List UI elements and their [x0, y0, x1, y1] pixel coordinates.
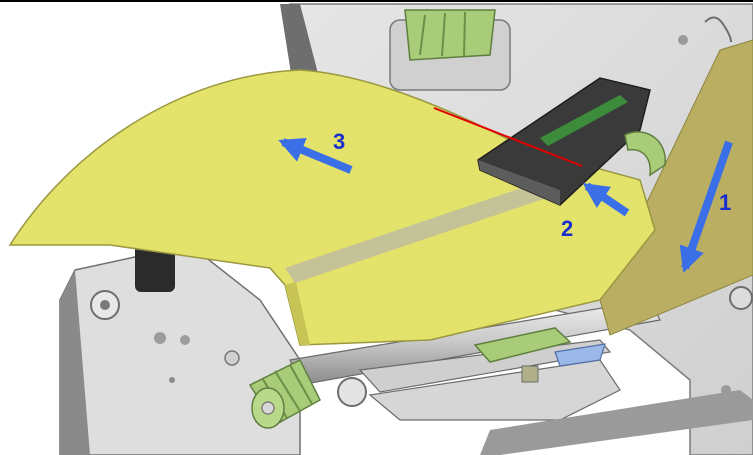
- step-arrow-icon: [582, 182, 630, 217]
- frame-hole: [224, 350, 240, 366]
- sensor-green-hook: [624, 131, 666, 177]
- media-guide-clip: [473, 327, 572, 363]
- spring-hook: [704, 16, 732, 43]
- label-gap: [285, 175, 570, 283]
- liner-edge: [285, 282, 310, 345]
- step-2-label: 2: [561, 216, 573, 241]
- step-arrow-icon: [679, 140, 733, 273]
- sensor-alignment-line: [433, 107, 583, 167]
- guide-spring: [521, 365, 539, 383]
- frame-hole: [169, 377, 175, 383]
- sensor-green-strip: [540, 95, 628, 146]
- step-1-label: 1: [719, 190, 731, 215]
- step-arrow-icon: [278, 137, 353, 174]
- step-3-label: 3: [333, 129, 345, 154]
- frame-hole: [180, 335, 190, 345]
- media-guide-tab: [554, 343, 606, 367]
- front-green-knob: [248, 358, 321, 429]
- frame-hole: [154, 332, 166, 344]
- bottom-rail: [480, 390, 753, 455]
- plate-hole: [678, 35, 688, 45]
- plate-screw: [729, 286, 753, 310]
- upper-knob-ridges: [419, 11, 466, 57]
- sensor-block-face: [478, 160, 560, 205]
- left-frame-dark-face: [60, 270, 90, 455]
- frame-bolt-center: [100, 300, 110, 310]
- shaft-end-bolt: [337, 377, 367, 407]
- label-media: [8, 69, 656, 346]
- upper-green-knob: [404, 9, 496, 61]
